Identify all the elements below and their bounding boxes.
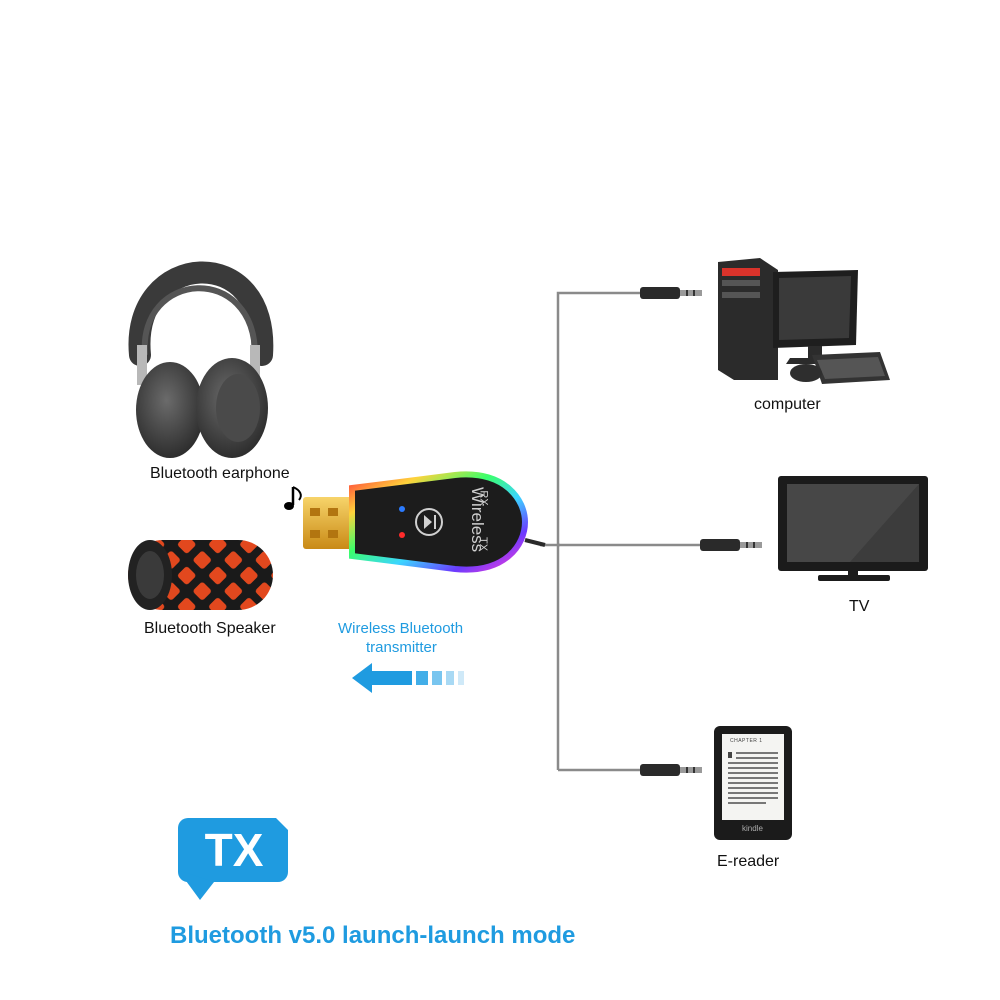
dongle-rx-text: RX xyxy=(478,490,490,505)
bluetooth-dongle xyxy=(303,471,546,573)
headphones-icon xyxy=(128,261,274,458)
computer-label: computer xyxy=(754,396,821,413)
tv-icon xyxy=(778,476,928,581)
music-note-icon xyxy=(284,486,302,510)
tx-badge-text: TX xyxy=(204,824,264,876)
dongle-tx-label: TX xyxy=(477,536,490,552)
tv-label: TV xyxy=(849,598,870,615)
ereader-icon xyxy=(714,726,792,840)
speaker-label: Bluetooth Speaker xyxy=(144,620,276,637)
headphones-label: Bluetooth earphone xyxy=(150,465,290,482)
speaker-icon xyxy=(128,540,273,610)
transmitter-caption-line1: Wireless Bluetooth xyxy=(338,620,464,637)
cable-network xyxy=(540,291,700,772)
footer-title: Bluetooth v5.0 launch-launch mode xyxy=(170,922,576,949)
ereader-screen-text: CHAPTER 1 xyxy=(730,738,763,744)
tx-badge xyxy=(178,800,292,900)
transmitter-caption-line2: transmitter xyxy=(366,639,437,656)
audio-jack-ereader xyxy=(640,764,702,776)
audio-jack-computer xyxy=(640,287,702,299)
dongle-tx-text: TX xyxy=(477,537,489,551)
direction-arrow-icon xyxy=(352,663,464,693)
computer-icon xyxy=(718,258,890,384)
ereader-label: E-reader xyxy=(717,853,780,870)
dongle-rx-label: RX xyxy=(477,490,490,506)
audio-jack-tv xyxy=(700,539,762,551)
ereader-brand-text: kindle xyxy=(742,824,763,833)
